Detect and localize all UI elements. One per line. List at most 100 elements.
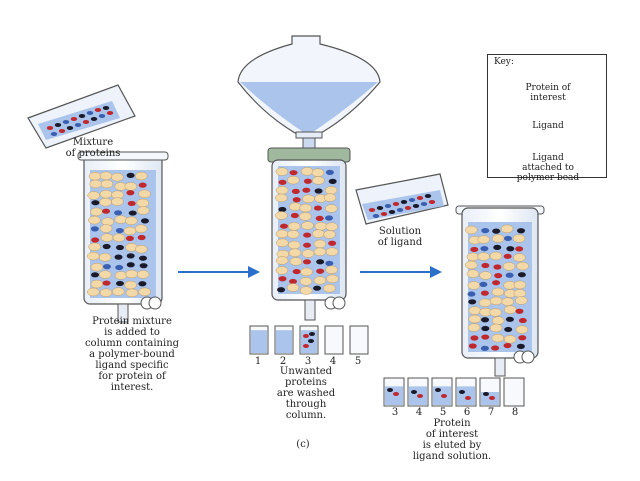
key-bead-label: Ligand attached to polymer bead [493, 153, 603, 183]
protein-particle [491, 345, 500, 351]
polymer-bead [286, 283, 300, 292]
polymer-bead [87, 251, 100, 261]
ligand-particle [492, 228, 501, 234]
protein-particle [102, 106, 110, 110]
polymer-bead [124, 280, 137, 290]
protein-particle [278, 276, 287, 282]
ligand-particle [102, 264, 111, 270]
polymer-bead [98, 270, 112, 279]
protein-particle [289, 278, 298, 285]
protein-particle [412, 204, 420, 208]
ligand-particle [314, 188, 323, 194]
protein-particle [411, 390, 417, 394]
protein-particle [303, 334, 309, 338]
collection-tube [349, 325, 369, 355]
protein-particle [82, 120, 90, 124]
protein-particle [468, 343, 477, 349]
polymer-bead [311, 168, 325, 177]
polymer-bead [99, 224, 113, 233]
polymer-bead [125, 269, 138, 279]
polymer-bead [114, 215, 128, 224]
caption-step3: Protein of interest is eluted by ligand … [382, 418, 522, 462]
protein-particle [54, 123, 62, 127]
protein-particle [396, 208, 404, 212]
polymer-bead [324, 186, 338, 195]
protein-particle [368, 208, 376, 212]
protein-particle [480, 290, 489, 296]
protein-particle [518, 335, 527, 341]
protein-particle [290, 212, 299, 219]
protein-particle [313, 205, 322, 211]
polymer-bead [491, 287, 505, 297]
polymer-bead [276, 238, 289, 248]
protein-particle [74, 123, 82, 127]
protein-particle [127, 200, 136, 207]
protein-particle [435, 388, 441, 392]
polymer-bead [287, 222, 301, 231]
protein-particle [493, 264, 502, 270]
beaker-step1 [27, 84, 136, 149]
ligand-particle [90, 226, 99, 232]
label-line: Unwanted [279, 366, 333, 377]
polymer-bead [112, 287, 125, 296]
label-line: column. [285, 410, 327, 421]
polymer-bead [500, 224, 514, 234]
protein-particle [328, 240, 337, 246]
ligand-particle [115, 244, 124, 251]
ligand-particle [480, 246, 489, 252]
protein-particle [388, 210, 396, 214]
polymer-bead [135, 244, 148, 254]
protein-particle [400, 200, 408, 204]
polymer-bead [114, 271, 128, 280]
tube-number: 5 [439, 407, 447, 418]
ligand-particle [138, 255, 147, 261]
ligand-particle [138, 281, 147, 287]
column-step2 [267, 147, 351, 321]
protein-particle [303, 232, 312, 238]
tube-number: 7 [487, 407, 495, 418]
protein-particle [292, 268, 301, 275]
polymer-bead [88, 171, 102, 181]
polymer-bead [313, 276, 327, 285]
collection-tubes-step3 [383, 377, 525, 407]
polymer-bead [99, 189, 113, 199]
polymer-bead [87, 287, 100, 297]
polymer-bead [138, 189, 151, 199]
protein-particle [470, 246, 479, 253]
polymer-bead [100, 179, 114, 189]
caption-step1: Protein mixture is added to column conta… [62, 316, 202, 393]
polymer-bead [288, 202, 302, 211]
protein-particle [291, 188, 300, 194]
tube-number: 2 [279, 356, 287, 367]
label-line: column containing [84, 338, 180, 349]
label-line: interest. [110, 382, 154, 393]
polymer-bead [468, 314, 481, 324]
ligand-particle [278, 206, 287, 213]
ligand-particle [313, 285, 322, 291]
polymer-bead [123, 226, 137, 236]
polymer-bead [491, 234, 505, 243]
protein-particle [102, 280, 111, 286]
polymer-bead [134, 224, 148, 233]
polymer-bead [300, 167, 314, 176]
ligand-particle [91, 272, 100, 278]
protein-particle [106, 111, 114, 115]
polymer-bead [489, 323, 503, 333]
polymer-bead [468, 306, 482, 315]
polymer-bead [275, 193, 288, 203]
polymer-bead [313, 247, 327, 257]
protein-particle [66, 126, 74, 130]
key-legend: Key: Protein of interest Ligand Ligand a… [487, 54, 607, 183]
label-line: is added to [104, 327, 160, 338]
tube-number: 1 [254, 356, 262, 367]
label-line: Solution [378, 226, 422, 237]
polymer-bead [512, 234, 526, 243]
ligand-particle [114, 254, 123, 260]
ligand-particle [126, 253, 135, 259]
protein-particle [380, 212, 388, 216]
label-line: Protein [433, 418, 471, 429]
protein-particle [492, 280, 501, 286]
column-step3 [455, 205, 545, 377]
polymer-bead [513, 289, 527, 298]
